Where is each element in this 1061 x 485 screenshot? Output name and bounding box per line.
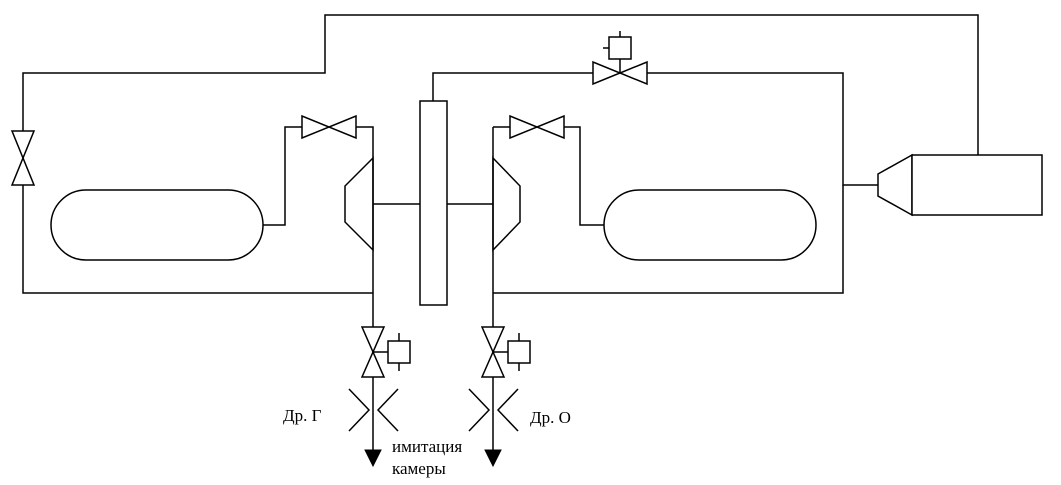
throttle-oxidizer-label: Др. О	[530, 408, 571, 427]
turbine	[419, 100, 448, 306]
left-bypass-valve	[10, 130, 36, 186]
right-tank-feed-line	[564, 126, 604, 226]
gas-generator-return-line	[647, 72, 878, 186]
turbine-supply-line	[432, 72, 593, 101]
left-pump	[344, 156, 374, 252]
left-throttle	[348, 388, 399, 432]
top-bypass-line	[22, 14, 979, 155]
chamber-imitation-label-line1: имитация	[392, 437, 462, 456]
left-circuit-line	[22, 185, 373, 294]
left-pump-inlet-line	[356, 126, 374, 158]
turbine-solenoid-valve	[592, 31, 648, 86]
right-throttle	[468, 388, 519, 432]
chamber-imitation-label-line2: камеры	[392, 459, 446, 478]
right-circuit-line	[493, 185, 844, 294]
gas-generator	[877, 153, 1043, 217]
right-pump	[492, 156, 521, 252]
right-solenoid-valve	[480, 326, 531, 378]
right-feed-valve	[509, 114, 565, 140]
left-tank	[50, 189, 264, 261]
left-outlet-arrow	[364, 449, 382, 468]
right-tank	[603, 189, 817, 261]
right-outlet-arrow	[484, 449, 502, 468]
left-tank-feed-line	[263, 126, 302, 226]
throttle-fuel-label: Др. Г	[283, 406, 322, 425]
left-feed-valve	[301, 114, 357, 140]
left-solenoid-valve	[360, 326, 411, 378]
